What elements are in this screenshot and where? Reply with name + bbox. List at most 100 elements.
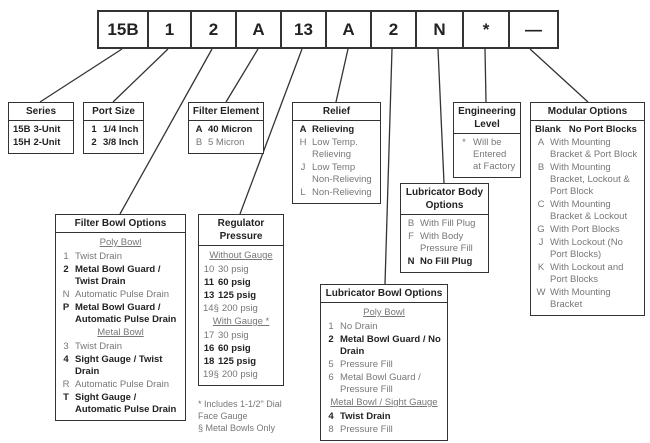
option-item: 19§200 psig [203,369,279,381]
option-code: 4 [328,411,334,422]
option-text: With Mounting Bracket & Port Block [550,137,638,160]
box-title: Modular Options [531,103,644,121]
connector-line [239,48,303,215]
option-text: 3-Unit [33,124,61,135]
option-code: * [462,137,466,148]
option-text: Twist Drain [75,341,122,352]
metal-bowl-footnote: § Metal Bowls Only [198,423,276,433]
option-text: No Drain [340,321,378,332]
option-text: Automatic Pulse Drain [75,379,169,390]
option-code: 13 [203,290,215,301]
engineering-level-box: Engineering Level*Will be Entered at Fac… [453,102,521,178]
option-subheading: Metal Bowl [97,327,144,338]
option-code: T [63,392,69,403]
box-title: Regulator Pressure [199,215,283,246]
option-code: 5 [328,359,334,370]
option-code: 15H [13,137,31,148]
option-code: 8 [328,424,334,435]
code-cell: A [237,12,282,47]
option-text: 5 Micron [208,137,245,148]
option-text: Pressure Fill [340,359,393,370]
option-code: 16 [203,343,215,354]
option-text: Twist Drain [340,411,391,422]
option-item: J With Lockout (No Port Blocks) [535,237,640,261]
option-text: 40 Micron [208,124,253,135]
code-cell: 13 [282,12,327,47]
option-code: P [62,302,70,313]
option-item: T Sight Gauge / Automatic Pulse Drain [60,392,181,416]
box-title: Series [9,103,73,121]
option-text: Metal Bowl Guard / No Drain [340,334,441,357]
option-text: Sight Gauge / Automatic Pulse Drain [75,392,177,415]
option-text: With Body Pressure Fill [420,231,473,254]
option-text: Pressure Fill [340,424,393,435]
option-code: K [537,262,545,273]
option-code: 1 [63,251,69,262]
option-code: J [300,162,306,173]
option-code: 18 [203,356,215,367]
box-title: Lubricator Bowl Options [321,285,447,303]
option-text: With Lockout (No Port Blocks) [550,237,623,260]
option-code: N [407,256,415,267]
option-code: J [538,237,544,248]
option-code: 2 [91,137,97,148]
option-item: 14§200 psig [203,303,279,315]
option-text: No Fill Plug [420,256,473,267]
option-code: 17 [203,330,215,341]
connector-line [484,48,487,103]
code-cell: 2 [372,12,417,47]
option-item: N No Fill Plug [405,256,484,268]
option-code: 6 [328,372,334,383]
connector-line [119,48,213,215]
code-cell: 1 [149,12,192,47]
option-code: 19§ [203,369,219,380]
option-code: B [407,218,415,229]
option-code: B [537,162,545,173]
connector-line [437,48,445,184]
code-cell: 2 [192,12,237,47]
option-code: A [299,124,307,135]
option-code: 2 [63,264,69,275]
option-text: With Mounting Bracket & Lockout [550,199,628,222]
option-text: 3/8 Inch [103,137,139,148]
code-cell: * [464,12,510,47]
option-text: 200 psig [221,303,258,314]
option-item: 8 Pressure Fill [325,424,443,436]
code-cell: — [525,19,542,39]
option-code: A [195,124,203,135]
code-cell: N [417,12,464,47]
option-code: 3 [63,341,69,352]
box-title: Engineering Level [454,103,520,134]
option-code: F [408,231,414,242]
option-item: 3 Twist Drain [60,341,181,353]
option-text: 125 psig [218,290,257,301]
